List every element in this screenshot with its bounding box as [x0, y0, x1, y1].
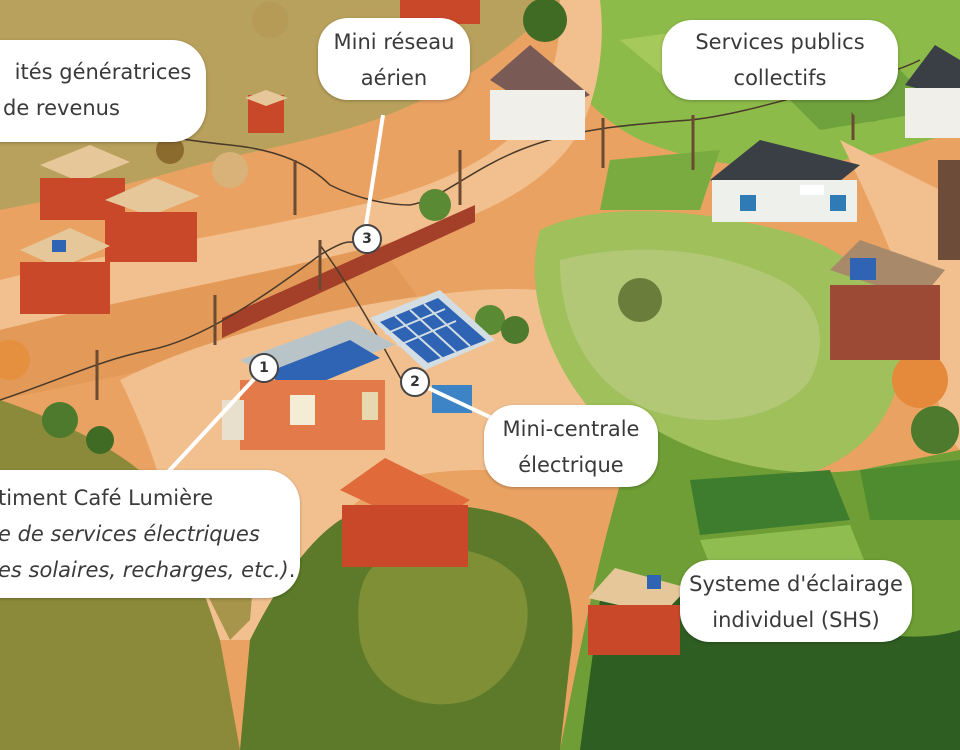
- house-lower-orange: [340, 458, 470, 567]
- callout-public-services: Services publics collectifs: [662, 20, 898, 100]
- callout-aerial-minigrid: Mini réseau aérien: [318, 18, 470, 100]
- callout-income-activities: ités génératrices de revenus: [0, 40, 206, 142]
- callout-minigrid-line2: aérien: [360, 66, 428, 90]
- callout-plant-line1: Mini-centrale: [502, 417, 640, 441]
- school: [905, 45, 960, 138]
- callout-shs-line2: individuel (SHS): [712, 608, 880, 632]
- brick-wall: [222, 205, 475, 338]
- marker-3: 3: [352, 224, 382, 254]
- callout-plant-line2: électrique: [518, 453, 624, 477]
- marker-1: 1: [249, 353, 279, 383]
- callout-shs: Systeme d'éclairage individuel (SHS): [680, 560, 912, 642]
- callout-public-line2: collectifs: [733, 66, 827, 90]
- forest-clearing: [358, 548, 528, 705]
- callout-cafe-line3-italic: es solaires, recharges, etc.): [0, 558, 289, 582]
- field-patch-dark: [690, 470, 850, 535]
- house-right-solar: [830, 160, 960, 360]
- marker-2: 2: [400, 367, 430, 397]
- houses-top: [400, 0, 590, 140]
- callout-cafe-line3: es solaires, recharges, etc.).: [0, 552, 300, 588]
- field-patch: [600, 150, 720, 210]
- shs-house: [588, 568, 688, 655]
- callout-cafe-line1: timent Café Lumière: [0, 486, 214, 510]
- callout-cafe-line3-tail: .: [288, 558, 296, 582]
- road-right: [840, 140, 960, 450]
- solar-array: [370, 290, 495, 413]
- callout-minigrid-line1: Mini réseau: [333, 30, 455, 54]
- callout-public-line1: Services publics: [695, 30, 865, 54]
- callout-income-line2: de revenus: [3, 96, 120, 120]
- leader-lines: [166, 114, 493, 474]
- field-patch-dark: [860, 460, 960, 520]
- callout-income-line1: ités génératrices: [14, 60, 192, 84]
- callout-mini-power-plant: Mini-centrale électrique: [484, 405, 658, 487]
- callout-shs-line1: Systeme d'éclairage: [689, 572, 903, 596]
- callout-cafe-line2: e de services électriques: [0, 522, 260, 546]
- health-center: [710, 140, 860, 222]
- callout-cafe-lumiere: timent Café Lumière e de services électr…: [0, 470, 300, 598]
- houses-upper-left: [20, 90, 288, 314]
